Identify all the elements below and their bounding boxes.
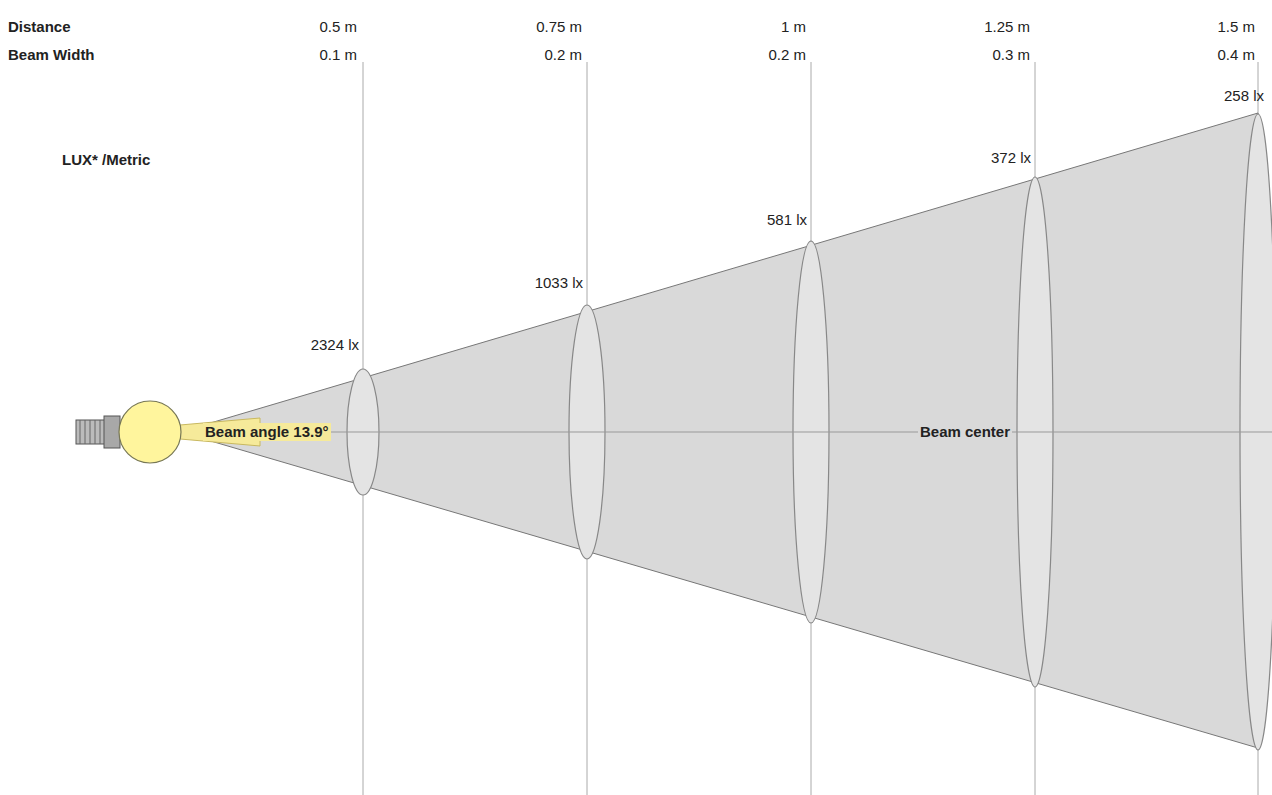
width-value: 0.1 m (317, 46, 359, 64)
lux-value: 2324 lx (309, 336, 361, 354)
width-value: 0.2 m (766, 46, 808, 64)
width-value: 0.3 m (990, 46, 1032, 64)
lux-value: 258 lx (1222, 87, 1266, 105)
lux-value: 1033 lx (533, 274, 585, 292)
distance-value: 1 m (779, 18, 808, 36)
width-value: 0.2 m (542, 46, 584, 64)
unit-note: LUX* /Metric (60, 151, 152, 169)
lux-value: 581 lx (765, 211, 809, 229)
distance-value: 0.75 m (534, 18, 584, 36)
row-heading: Distance (6, 18, 73, 36)
beam-cone (180, 113, 1258, 748)
width-value: 0.4 m (1215, 46, 1257, 64)
distance-value: 1.25 m (982, 18, 1032, 36)
beam-angle-label: Beam angle 13.9° (203, 423, 331, 441)
lux-value: 372 lx (989, 149, 1033, 167)
row-heading: Beam Width (6, 46, 97, 64)
beam-center-label: Beam center (918, 423, 1012, 441)
distance-value: 0.5 m (317, 18, 359, 36)
distance-value: 1.5 m (1215, 18, 1257, 36)
lamp-bulb (119, 401, 181, 463)
beam-center-line (180, 432, 1272, 433)
lamp-base (76, 416, 120, 448)
